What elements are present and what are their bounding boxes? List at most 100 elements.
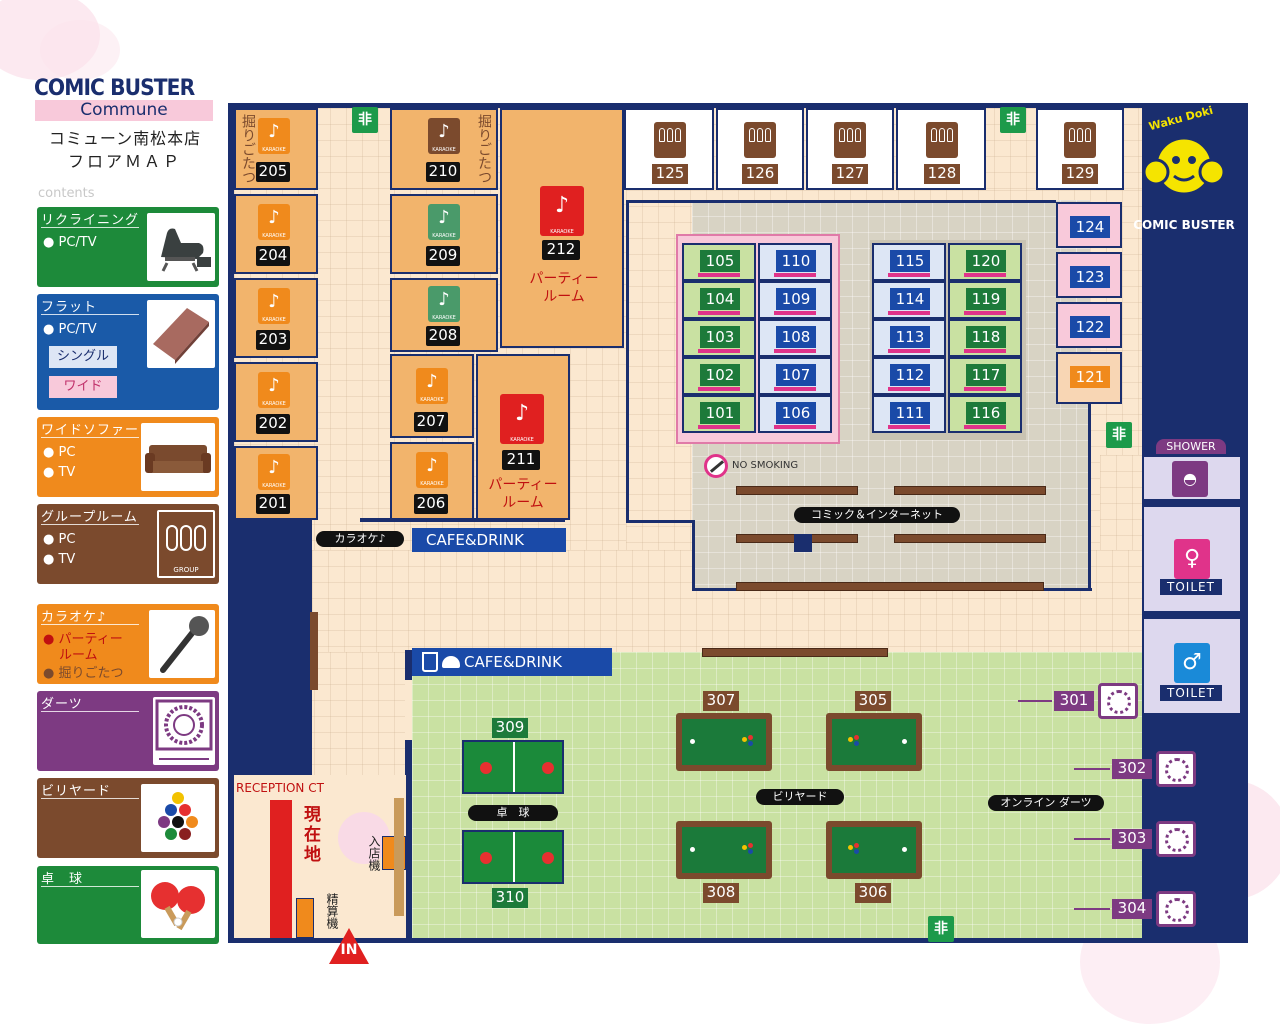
dartboard-302[interactable]: [1156, 751, 1196, 787]
dartboard-304[interactable]: [1156, 891, 1196, 927]
booth-111[interactable]: 111: [872, 395, 946, 433]
microphone-icon: ♪KARAOKE: [416, 368, 448, 404]
right-logo-text: COMIC BUSTER: [1133, 218, 1235, 232]
booth-102[interactable]: 102: [682, 357, 756, 395]
party-room-label: パーティー: [529, 271, 599, 287]
booth-114[interactable]: 114: [872, 281, 946, 319]
legend-item: ● TV: [43, 465, 76, 480]
karaoke-room-203[interactable]: ♪KARAOKE 203: [234, 278, 318, 358]
karaoke-room-206[interactable]: ♪KARAOKE 206: [390, 442, 474, 520]
booth-117[interactable]: 117: [948, 357, 1022, 395]
current-location-label: 現在地: [304, 805, 321, 865]
microphone-icon: ♪KARAOKE: [258, 454, 290, 490]
legend-item-party: ● パーティー: [43, 632, 123, 647]
dartboard-303[interactable]: [1156, 821, 1196, 857]
booth-113[interactable]: 113: [872, 319, 946, 357]
party-room-211[interactable]: ♪KARAOKE 211 パーティー ルーム: [476, 354, 570, 520]
karaoke-room-205[interactable]: ♪KARAOKE 205 掘りごたつ: [234, 108, 318, 190]
legend-title: グループルーム: [41, 510, 138, 525]
room-number: 125: [652, 164, 688, 184]
booth-118[interactable]: 118: [948, 319, 1022, 357]
pool-table-308[interactable]: [676, 821, 772, 879]
shower-label: SHOWER: [1156, 439, 1226, 454]
booth-107[interactable]: 107: [758, 357, 832, 395]
karaoke-room-209[interactable]: ♪KARAOKE 209: [390, 194, 498, 274]
microphone-icon: ♪KARAOKE: [428, 204, 460, 240]
booth-109[interactable]: 109: [758, 281, 832, 319]
booth-124[interactable]: 124: [1056, 202, 1122, 248]
room-number: 127: [832, 164, 868, 184]
room-number: 129: [1062, 164, 1098, 184]
microphone-icon: ♪KARAOKE: [540, 186, 584, 236]
karaoke-room-208[interactable]: ♪KARAOKE 208: [390, 278, 498, 352]
booth-103[interactable]: 103: [682, 319, 756, 357]
group-room-129[interactable]: 129: [1036, 108, 1124, 190]
group-room-128[interactable]: 128: [896, 108, 986, 190]
sofa-icon: [141, 423, 215, 491]
payment-machine[interactable]: [296, 898, 314, 938]
microphone-icon: ♪KARAOKE: [428, 118, 460, 154]
shower-room[interactable]: ◓: [1142, 455, 1242, 501]
room-number: 111: [890, 402, 930, 424]
pingpong-table-309[interactable]: [462, 740, 564, 794]
legend-item-horigotatsu: ● 掘りごたつ: [43, 666, 124, 681]
toilet-women[interactable]: ♀ TOILET: [1142, 505, 1242, 613]
room-number: 207: [414, 412, 448, 432]
karaoke-room-202[interactable]: ♪KARAOKE 202: [234, 362, 318, 442]
booth-115[interactable]: 115: [872, 243, 946, 281]
pool-table-305[interactable]: [826, 713, 922, 771]
booth-101[interactable]: 101: [682, 395, 756, 433]
group-room-127[interactable]: 127: [806, 108, 894, 190]
current-location-flower: [338, 812, 390, 864]
group-icon: [654, 122, 686, 158]
karaoke-room-210[interactable]: ♪KARAOKE 210 掘りごたつ: [390, 108, 498, 190]
booth-116[interactable]: 116: [948, 395, 1022, 433]
booth-112[interactable]: 112: [872, 357, 946, 395]
room-number: 308: [703, 883, 739, 903]
pool-table-306[interactable]: [826, 821, 922, 879]
exit-icon: 非: [1106, 422, 1132, 448]
dartboard-301[interactable]: [1098, 683, 1138, 719]
female-icon: ♀: [1174, 539, 1210, 579]
entrance-marker[interactable]: IN: [329, 928, 369, 964]
room-number: 121: [1070, 366, 1110, 388]
party-room-212[interactable]: ♪KARAOKE 212 パーティー ルーム: [500, 108, 624, 348]
pingpong-table-310[interactable]: [462, 830, 564, 884]
booth-106[interactable]: 106: [758, 395, 832, 433]
room-number: 103: [700, 326, 740, 348]
shelf: [310, 612, 318, 690]
legend-title: リクライニング: [41, 213, 140, 228]
karaoke-room-207[interactable]: ♪KARAOKE 207: [390, 354, 474, 438]
pool-table-307[interactable]: [676, 713, 772, 771]
booth-122[interactable]: 122: [1056, 302, 1122, 348]
microphone-icon: ♪KARAOKE: [258, 118, 290, 154]
booth-119[interactable]: 119: [948, 281, 1022, 319]
booth-110[interactable]: 110: [758, 243, 832, 281]
booth-123[interactable]: 123: [1056, 252, 1122, 298]
group-room-125[interactable]: 125: [624, 108, 714, 190]
booth-108[interactable]: 108: [758, 319, 832, 357]
booth-104[interactable]: 104: [682, 281, 756, 319]
booth-105[interactable]: 105: [682, 243, 756, 281]
single-badge: シングル: [49, 346, 117, 368]
cafe-drink-counter: CAFE&DRINK: [412, 528, 566, 552]
billiard-balls-icon: [141, 784, 215, 852]
room-number: 128: [924, 164, 960, 184]
microphone-icon: ♪KARAOKE: [258, 372, 290, 408]
room-number: 115: [890, 250, 930, 272]
karaoke-room-201[interactable]: ♪KARAOKE 201: [234, 446, 318, 520]
room-number: 107: [776, 364, 816, 386]
karaoke-label: カラオケ♪: [316, 531, 404, 547]
group-room-126[interactable]: 126: [716, 108, 804, 190]
room-number: 305: [855, 691, 891, 711]
legend-item: ● PC/TV: [43, 322, 97, 337]
karaoke-room-204[interactable]: ♪KARAOKE 204: [234, 194, 318, 274]
room-number: 211: [502, 450, 540, 470]
booth-121[interactable]: 121: [1056, 352, 1122, 404]
toilet-men[interactable]: ♂ TOILET: [1142, 617, 1242, 715]
legend-darts: ダーツ: [37, 691, 219, 771]
booth-120[interactable]: 120: [948, 243, 1022, 281]
comic-internet-label: コミック＆インターネット: [794, 507, 960, 523]
legend-group: グループルーム ● PC ● TV GROUP: [37, 504, 219, 584]
dart-arrow: [1074, 768, 1110, 770]
